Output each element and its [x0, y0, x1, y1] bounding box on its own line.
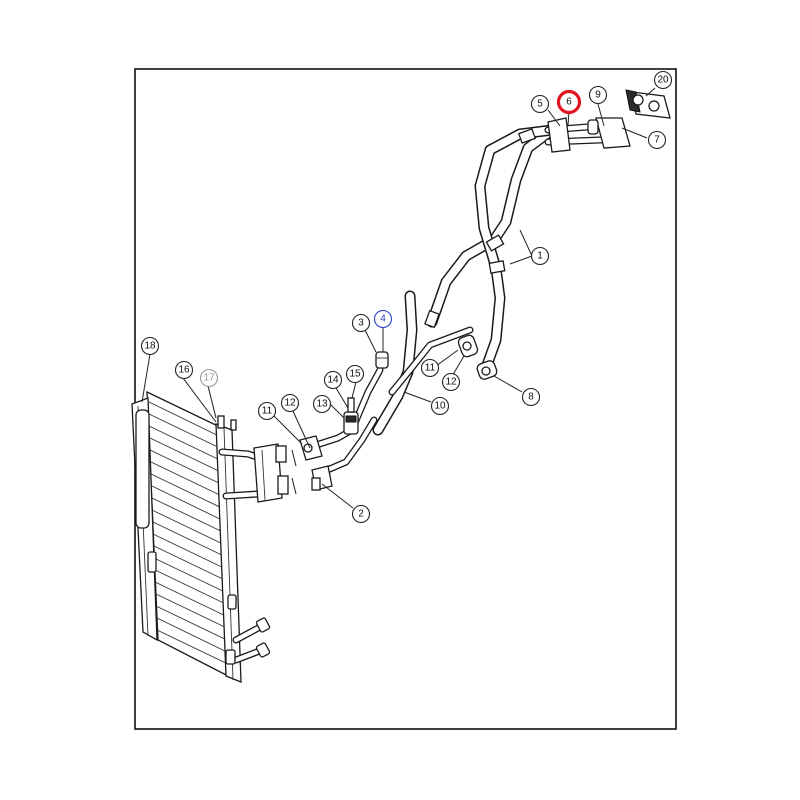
callout-14[interactable]: 14 — [323, 370, 343, 390]
callout-18[interactable]: 18 — [140, 336, 160, 356]
callout-6[interactable]: 6 — [556, 89, 582, 115]
condenser-tube-block[interactable] — [218, 443, 297, 503]
callout-20[interactable]: 20 — [653, 70, 673, 90]
hose-end-fitting[interactable] — [476, 359, 498, 380]
callouts: 1 2 3 4 5 6 7 8 — [140, 70, 673, 524]
callout-11-left[interactable]: 11 — [257, 401, 277, 421]
fitting-right[interactable] — [457, 334, 479, 358]
leader-lines — [141, 87, 656, 509]
svg-text:20: 20 — [657, 75, 669, 86]
svg-text:15: 15 — [349, 369, 361, 380]
callout-5[interactable]: 5 — [530, 94, 550, 114]
svg-text:13: 13 — [316, 399, 328, 410]
callout-16[interactable]: 16 — [174, 360, 194, 380]
callout-13[interactable]: 13 — [312, 394, 332, 414]
suction-discharge-hose[interactable] — [424, 117, 631, 374]
condenser[interactable] — [131, 390, 271, 683]
callout-15[interactable]: 15 — [345, 364, 365, 384]
callout-12-right[interactable]: 12 — [441, 372, 461, 392]
svg-text:7: 7 — [654, 135, 660, 146]
callout-17[interactable]: 17 — [199, 368, 219, 388]
svg-text:5: 5 — [537, 99, 543, 110]
svg-text:16: 16 — [178, 365, 190, 376]
charge-port-cap[interactable] — [375, 351, 389, 369]
callout-9[interactable]: 9 — [588, 85, 608, 105]
svg-text:10: 10 — [434, 401, 446, 412]
callout-4[interactable]: 4 — [373, 309, 393, 329]
condenser-fins — [148, 401, 233, 667]
svg-text:18: 18 — [144, 341, 156, 352]
svg-text:4: 4 — [380, 314, 386, 325]
svg-text:3: 3 — [358, 318, 364, 329]
svg-text:12: 12 — [284, 398, 296, 409]
callout-10[interactable]: 10 — [430, 396, 450, 416]
svg-text:2: 2 — [358, 509, 364, 520]
svg-text:12: 12 — [445, 377, 457, 388]
svg-text:9: 9 — [595, 90, 601, 101]
diagram-frame — [134, 68, 677, 730]
callout-11-right[interactable]: 11 — [420, 358, 440, 378]
pressure-transducer[interactable] — [343, 397, 359, 435]
callout-2[interactable]: 2 — [351, 504, 371, 524]
callout-1[interactable]: 1 — [530, 246, 550, 266]
callout-3[interactable]: 3 — [351, 313, 371, 333]
svg-text:11: 11 — [262, 406, 273, 417]
callout-7[interactable]: 7 — [647, 130, 667, 150]
callout-8[interactable]: 8 — [521, 387, 541, 407]
svg-text:8: 8 — [528, 392, 534, 403]
svg-text:6: 6 — [566, 97, 572, 108]
svg-text:17: 17 — [203, 373, 215, 384]
callout-12-left[interactable]: 12 — [280, 393, 300, 413]
svg-text:14: 14 — [327, 375, 339, 386]
svg-text:1: 1 — [537, 251, 543, 262]
svg-text:11: 11 — [425, 363, 436, 374]
fitting-left[interactable] — [299, 435, 333, 491]
expansion-valve[interactable] — [625, 89, 671, 119]
